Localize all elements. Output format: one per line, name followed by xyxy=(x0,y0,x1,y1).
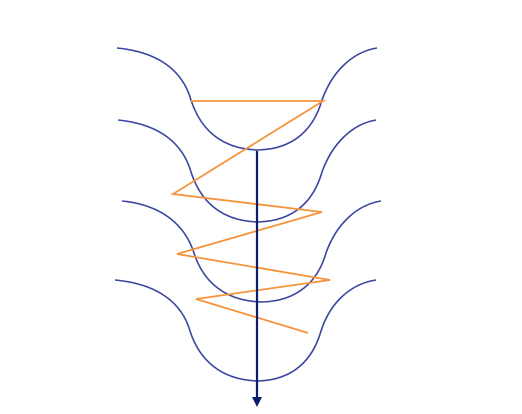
zigzag-path xyxy=(170,100,331,334)
arrow-head xyxy=(252,397,262,407)
zigzag-group xyxy=(170,100,331,334)
arrow-group xyxy=(252,151,262,407)
well-curve-1 xyxy=(116,47,378,151)
well-curve-3 xyxy=(121,200,382,303)
